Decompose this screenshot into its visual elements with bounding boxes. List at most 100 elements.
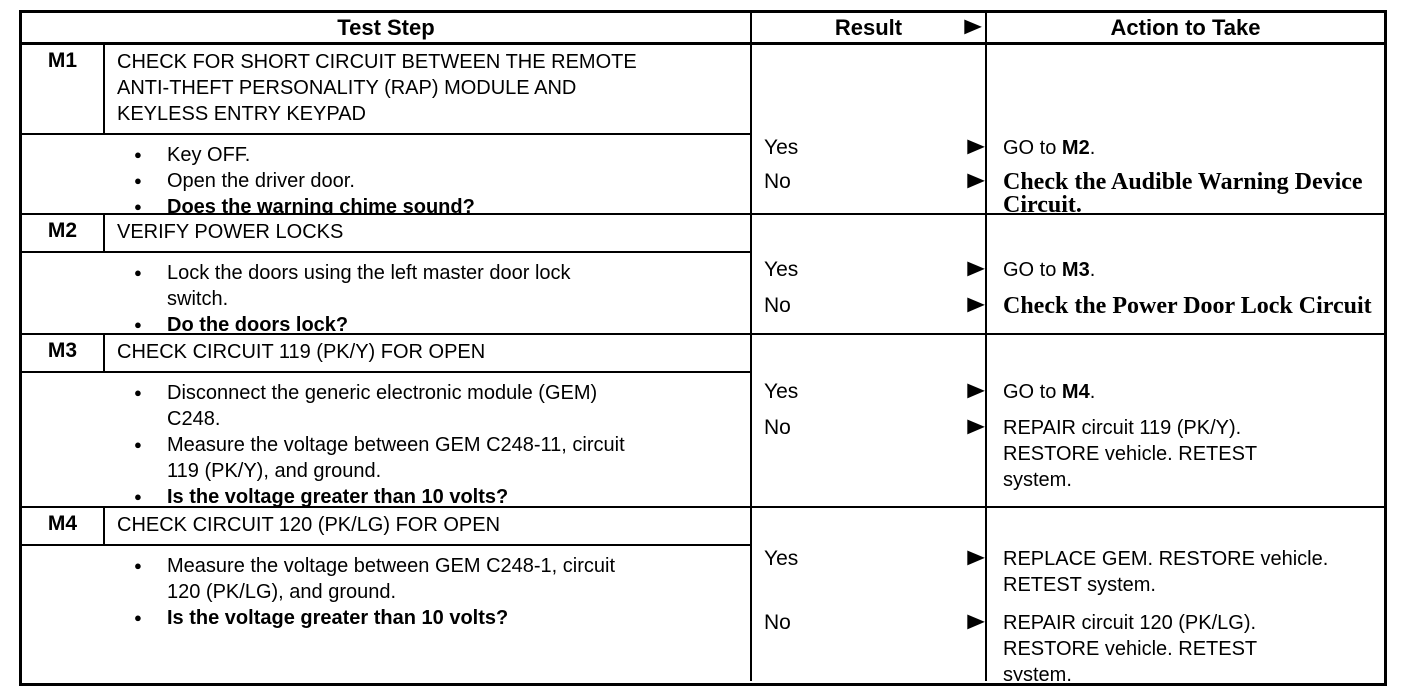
result-arrow-icon: ▶ xyxy=(967,257,985,280)
step-id: M3 xyxy=(22,335,105,371)
action-text: Check the Audible Warning Device Circuit… xyxy=(1003,169,1363,213)
step-title-bar: M4 CHECK CIRCUIT 120 (PK/LG) FOR OPEN xyxy=(22,508,750,546)
bullet-icon: ● xyxy=(134,147,142,162)
bullet-icon: ● xyxy=(134,199,142,213)
result-no: No ▶ xyxy=(752,293,987,319)
list-item: ● Do the doors lock? xyxy=(134,312,740,333)
test-step-row-m1: M1 CHECK FOR SHORT CIRCUIT BETWEEN THE R… xyxy=(22,45,1384,215)
step-procedure-list: ● Lock the doors using the left master do… xyxy=(22,253,750,333)
bullet-text: Measure the voltage between GEM C248-1, … xyxy=(167,555,615,603)
action-step-ref: M2 xyxy=(1061,137,1090,159)
test-step-cell: M1 CHECK FOR SHORT CIRCUIT BETWEEN THE R… xyxy=(22,45,752,213)
step-title: CHECK CIRCUIT 120 (PK/LG) FOR OPEN xyxy=(117,514,501,536)
column-header-result: Result ▶ xyxy=(752,13,987,42)
result-arrow-icon: ▶ xyxy=(964,15,982,38)
result-yes: Yes ▶ xyxy=(752,135,987,161)
result-arrow-icon: ▶ xyxy=(967,379,985,402)
bullet-icon: ● xyxy=(134,489,142,504)
bullet-text: Is the voltage greater than 10 volts? xyxy=(167,607,509,629)
bullet-icon: ● xyxy=(134,437,142,452)
action-text-part: . xyxy=(1089,381,1096,403)
result-arrow-icon: ▶ xyxy=(967,610,985,633)
step-id: M1 xyxy=(22,45,105,133)
step-title: CHECK CIRCUIT 119 (PK/Y) FOR OPEN xyxy=(117,341,486,363)
list-item: ● Key OFF. xyxy=(134,142,740,168)
result-label: No xyxy=(764,294,791,317)
result-no: No ▶ xyxy=(752,415,987,493)
result-no: No ▶ xyxy=(752,610,987,681)
bullet-text: Measure the voltage between GEM C248-11,… xyxy=(167,434,625,482)
step-title-bar: M3 CHECK CIRCUIT 119 (PK/Y) FOR OPEN xyxy=(22,335,750,373)
result-label: Yes xyxy=(764,547,799,570)
test-step-cell: M4 CHECK CIRCUIT 120 (PK/LG) FOR OPEN ● M… xyxy=(22,508,752,681)
test-step-cell: M3 CHECK CIRCUIT 119 (PK/Y) FOR OPEN ● Di… xyxy=(22,335,752,506)
pinpoint-test-table: Test Step Result ▶ Action to Take M1 CHE… xyxy=(19,10,1387,686)
step-procedure-list: ● Measure the voltage between GEM C248-1,… xyxy=(22,546,750,631)
step-id: M4 xyxy=(22,508,105,544)
step-title: VERIFY POWER LOCKS xyxy=(117,221,344,243)
table-header-row: Test Step Result ▶ Action to Take xyxy=(22,13,1384,45)
action-text: GO to M4. xyxy=(987,379,1384,405)
result-arrow-icon: ▶ xyxy=(967,415,985,438)
bullet-icon: ● xyxy=(134,385,142,400)
test-step-header-label: Test Step xyxy=(337,14,435,40)
bullet-icon: ● xyxy=(134,173,142,188)
result-arrow-icon: ▶ xyxy=(967,135,985,158)
bullet-text: Do the doors lock? xyxy=(167,314,349,333)
result-no: No ▶ xyxy=(752,169,987,213)
list-item: ● Does the warning chime sound? xyxy=(134,194,740,213)
list-item: ● Open the driver door. xyxy=(134,168,740,194)
list-item: ● Disconnect the generic electronic modul… xyxy=(134,380,740,432)
action-text: GO to M3. xyxy=(987,257,1384,283)
bullet-text: Is the voltage greater than 10 volts? xyxy=(167,486,509,506)
result-action-cell: Yes ▶ REPLACE GEM. RESTORE vehicle. RETE… xyxy=(752,508,1384,681)
bullet-text: Lock the doors using the left master doo… xyxy=(167,262,571,310)
bullet-text: Key OFF. xyxy=(167,144,251,166)
result-label: No xyxy=(764,170,791,193)
step-procedure-list: ● Key OFF. ● Open the driver door. ● Does t… xyxy=(22,135,750,213)
result-label: Yes xyxy=(764,258,799,281)
list-item: ●Measure the voltage between GEM C248-1,… xyxy=(134,553,740,605)
result-yes: Yes ▶ xyxy=(752,379,987,405)
result-action-cell: Yes ▶ GO to M4. No ▶ REPAIR circuit 119 … xyxy=(752,335,1384,506)
result-label: Yes xyxy=(764,136,799,159)
result-arrow-icon: ▶ xyxy=(967,546,985,569)
list-item: ● Lock the doors using the left master do… xyxy=(134,260,740,312)
bullet-icon: ● xyxy=(134,265,142,280)
action-text: GO to M2. xyxy=(987,135,1384,161)
action-text-part: GO to xyxy=(1003,381,1062,403)
step-title-bar: M2 VERIFY POWER LOCKS xyxy=(22,215,750,253)
result-yes: Yes ▶ xyxy=(752,546,987,598)
test-step-cell: M2 VERIFY POWER LOCKS ● Lock the doors us… xyxy=(22,215,752,333)
result-arrow-icon: ▶ xyxy=(967,293,985,316)
step-title-bar: M1 CHECK FOR SHORT CIRCUIT BETWEEN THE R… xyxy=(22,45,750,135)
step-procedure-list: ● Disconnect the generic electronic modul… xyxy=(22,373,750,506)
step-title: CHECK FOR SHORT CIRCUIT BETWEEN THE REMO… xyxy=(117,51,637,125)
action-text-part: GO to xyxy=(1003,137,1062,159)
list-item: ● Is the voltage greater than 10 volts? xyxy=(134,605,740,631)
list-item: ● Measure the voltage between GEM C248-11… xyxy=(134,432,740,484)
column-header-action-to-take: Action to Take xyxy=(987,13,1384,42)
result-label: Yes xyxy=(764,380,799,403)
action-step-ref: M3 xyxy=(1061,259,1090,281)
result-action-cell: Yes ▶ GO to M3. No ▶ Check the Power Doo… xyxy=(752,215,1384,333)
result-header-label: Result xyxy=(834,14,903,40)
result-label: No xyxy=(764,416,791,439)
test-step-row-m2: M2 VERIFY POWER LOCKS ● Lock the doors us… xyxy=(22,215,1384,335)
step-id: M2 xyxy=(22,215,105,251)
test-step-row-m4: M4 CHECK CIRCUIT 120 (PK/LG) FOR OPEN ● M… xyxy=(22,508,1384,681)
bullet-icon: ● xyxy=(134,610,142,625)
action-text-part: . xyxy=(1089,137,1096,159)
action-text: Check the Power Door Lock Circuit xyxy=(1003,293,1372,319)
action-text-part: . xyxy=(1089,259,1096,281)
bullet-text: Disconnect the generic electronic module… xyxy=(167,382,598,430)
action-text: REPAIR circuit 119 (PK/Y). RESTORE vehic… xyxy=(1003,417,1258,491)
bullet-icon: ● xyxy=(134,317,142,332)
bullet-text: Open the driver door. xyxy=(167,170,355,192)
action-header-label: Action to Take xyxy=(1110,14,1261,40)
result-action-cell: Yes ▶ GO to M2. No ▶ Check the Audible W… xyxy=(752,45,1384,213)
bullet-text: Does the warning chime sound? xyxy=(167,196,475,213)
action-text: REPAIR circuit 120 (PK/LG). RESTORE vehi… xyxy=(1003,612,1258,681)
result-arrow-icon: ▶ xyxy=(967,169,985,192)
